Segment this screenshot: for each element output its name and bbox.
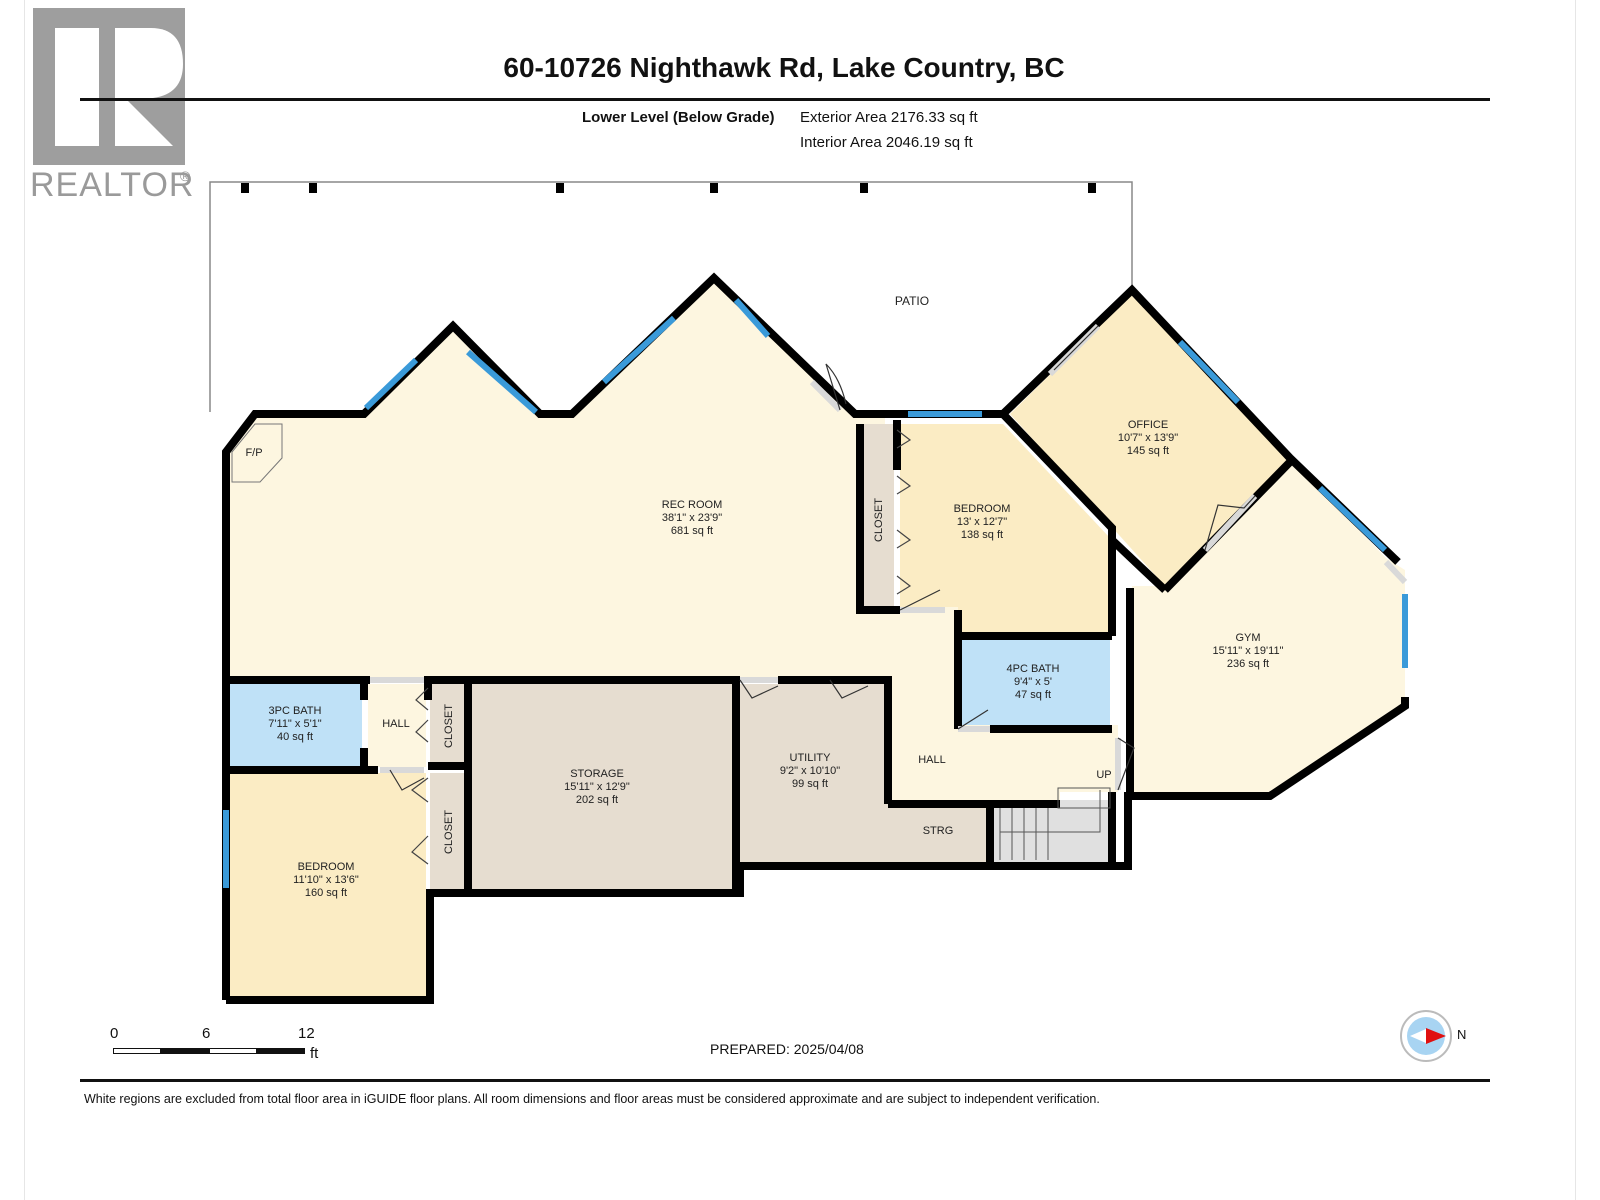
svg-text:4PC BATH: 4PC BATH [1007,663,1060,675]
svg-text:38'1" x 23'9": 38'1" x 23'9" [662,512,722,524]
label-4pc-bath: 4PC BATH 9'4" x 5' 47 sq ft [1007,663,1060,701]
svg-text:7'11" x 5'1": 7'11" x 5'1" [268,718,321,730]
closet-rec [860,424,894,607]
svg-text:OFFICE: OFFICE [1128,419,1168,431]
svg-text:99 sq ft: 99 sq ft [792,778,828,790]
scale-segment [113,1048,161,1054]
room-office [1010,294,1290,586]
level-label: Lower Level (Below Grade) [582,109,775,126]
scale-segment [209,1048,257,1054]
svg-text:681 sq ft: 681 sq ft [671,525,713,537]
interior-area: Interior Area 2046.19 sq ft [800,134,973,151]
label-rec-room: REC ROOM 38'1" x 23'9" 681 sq ft [662,499,723,537]
label-hall: HALL [918,754,946,766]
realtor-wordmark: REALTOR [30,166,195,204]
label-up: UP [1096,769,1111,781]
north-arrow-icon [1410,1028,1446,1044]
stairs [992,800,1110,862]
svg-text:202 sq ft: 202 sq ft [576,794,618,806]
label-storage: STORAGE 15'11" x 12'9" 202 sq ft [564,768,630,806]
label-3pc-bath: 3PC BATH 7'11" x 5'1" 40 sq ft [268,705,321,743]
svg-text:STORAGE: STORAGE [570,768,624,780]
svg-text:138 sq ft: 138 sq ft [961,529,1003,541]
label-strg: STRG [923,825,954,837]
svg-text:10'7" x 13'9": 10'7" x 13'9" [1118,432,1178,444]
page-frame [24,0,1576,1200]
closet-doors [411,429,912,865]
footer-divider [80,1079,1490,1082]
room-bedroom-1 [900,424,1110,633]
windows [223,298,1408,888]
svg-text:11'10" x 13'6": 11'10" x 13'6" [293,874,359,886]
prepared-date: PREPARED: 2025/04/08 [710,1041,864,1057]
svg-text:BEDROOM: BEDROOM [954,503,1011,515]
disclaimer: White regions are excluded from total fl… [84,1092,1100,1106]
label-closet-rec: CLOSET [873,498,885,542]
registered-mark: ® [180,168,191,184]
svg-text:UTILITY: UTILITY [790,752,832,764]
patio [209,181,1133,412]
svg-text:15'11" x 19'11": 15'11" x 19'11" [1213,645,1284,657]
svg-text:3PC BATH: 3PC BATH [269,705,322,717]
page-title: 60-10726 Nighthawk Rd, Lake Country, BC [0,52,1600,84]
label-utility: UTILITY 9'2" x 10'10" 99 sq ft [780,752,840,790]
room-hall-small [368,684,426,767]
north-label: N [1457,1027,1467,1042]
svg-text:9'4" x 5': 9'4" x 5' [1014,676,1052,688]
scale-segment [161,1048,209,1054]
realtor-r-icon [55,28,183,146]
svg-text:GYM: GYM [1235,632,1260,644]
room-4pc-bath [958,640,1110,725]
svg-text:160 sq ft: 160 sq ft [305,887,347,899]
svg-text:9'2" x 10'10": 9'2" x 10'10" [780,765,840,777]
room-storage [472,684,734,889]
svg-text:47 sq ft: 47 sq ft [1015,689,1051,701]
compass-icon [1400,1010,1452,1062]
svg-text:236 sq ft: 236 sq ft [1227,658,1269,670]
scale-label-12: 12 [298,1025,315,1042]
room-3pc-bath [230,684,362,767]
label-office: OFFICE 10'7" x 13'9" 145 sq ft [1118,419,1178,457]
closet-3pc [430,684,466,767]
label-gym: GYM 15'11" x 19'11" 236 sq ft [1213,632,1284,670]
label-hall-small: HALL [382,718,410,730]
svg-text:REC ROOM: REC ROOM [662,499,723,511]
room-utility [740,684,888,862]
room-gym [1132,460,1405,792]
header-divider [80,98,1490,101]
label-closet-bedroom: CLOSET [443,810,455,854]
scale-segment [257,1048,305,1054]
scale-label-6: 6 [202,1025,211,1042]
scale-unit: ft [310,1045,319,1062]
fireplace-label: F/P [245,447,262,459]
label-bedroom-2: BEDROOM 11'10" x 13'6" 160 sq ft [293,861,359,899]
door-swings [389,325,1256,791]
realtor-logo [33,8,185,165]
address-title: 60-10726 Nighthawk Rd, Lake Country, BC [503,52,1065,83]
svg-text:145 sq ft: 145 sq ft [1127,445,1169,457]
closet-bedroom-2 [430,773,466,889]
svg-text:15'11" x 12'9": 15'11" x 12'9" [564,781,630,793]
exterior-area: Exterior Area 2176.33 sq ft [800,109,978,126]
label-bedroom-1: BEDROOM 13' x 12'7" 138 sq ft [954,503,1011,541]
scale-label-0: 0 [110,1025,119,1042]
rec-room-area [225,282,1118,800]
svg-text:BEDROOM: BEDROOM [298,861,355,873]
patio-label: PATIO [895,294,929,308]
room-strg [888,800,988,862]
label-closet-3pc: CLOSET [443,704,455,748]
fireplace [231,423,283,483]
svg-text:13' x 12'7": 13' x 12'7" [957,516,1007,528]
svg-text:40 sq ft: 40 sq ft [277,731,313,743]
stair-treads [999,787,1111,860]
room-bedroom-2 [230,773,426,996]
